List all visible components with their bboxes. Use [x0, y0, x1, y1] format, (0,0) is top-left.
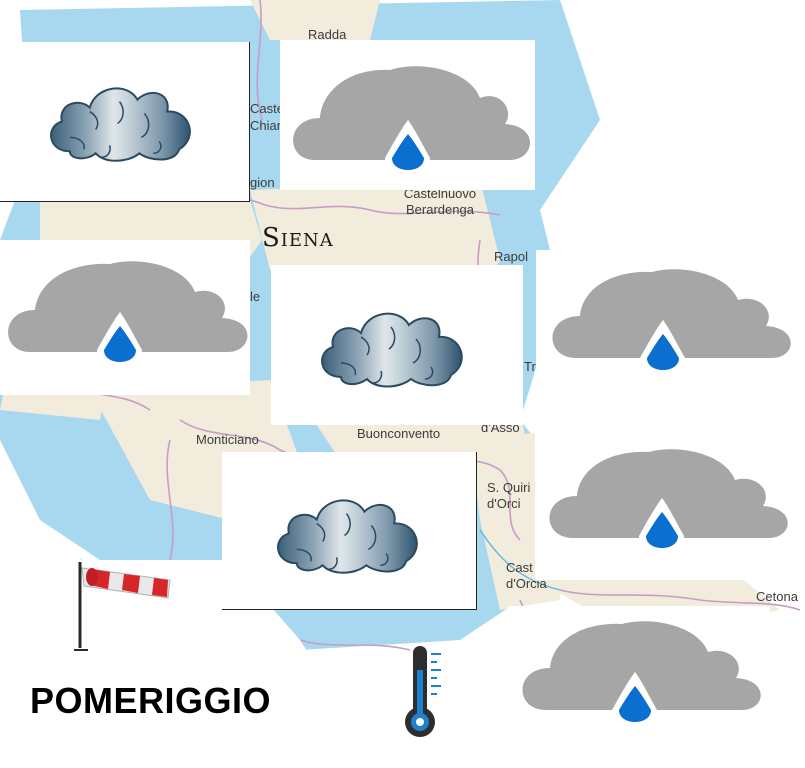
forecast-panel-nw [0, 42, 250, 202]
rain-cloud-icon [8, 261, 248, 367]
place-label-sovicille-fragment: le [250, 289, 261, 304]
forecast-panel-e [536, 250, 801, 405]
forecast-period-label: POMERIGGIO [30, 680, 272, 721]
rain-cloud-icon [522, 621, 761, 727]
place-label-cetona: Cetona [756, 589, 798, 604]
forecast-panel-sse [508, 606, 770, 756]
thermometer-icon [405, 646, 441, 737]
forecast-panel-n [280, 40, 535, 190]
forecast-panel-se [535, 430, 797, 580]
place-label-radda: Radda [308, 27, 347, 42]
cloud-icon [50, 87, 191, 162]
place-label-rapolano-fragment: Rapol [494, 249, 528, 264]
place-label-monticiano: Monticiano [196, 432, 259, 447]
forecast-panel-s [222, 452, 477, 610]
map-fade [600, 0, 805, 260]
place-label-san-quirico: S. Quiri d'Orci [487, 480, 531, 511]
place-label-trequanda-fragment: Tr [524, 359, 536, 374]
place-label-castelnuovo-berardenga: Castelnuovo Berardenga [403, 186, 477, 217]
place-label-poggibonsi-fragment: gion [250, 175, 275, 190]
forecast-panel-w [0, 240, 250, 395]
place-label-buonconvento: Buonconvento [357, 426, 441, 441]
map-fade [0, 560, 380, 768]
rain-cloud-icon [552, 269, 791, 375]
place-label-castiglione: Cast d'Orcia [506, 560, 547, 591]
map-land-patch [250, 0, 380, 40]
place-label-siena: Siena [262, 223, 334, 253]
forecast-panel-center [271, 265, 523, 425]
rain-cloud-icon [293, 66, 530, 175]
cloud-icon [321, 312, 463, 388]
rain-cloud-icon [549, 449, 788, 553]
cloud-icon [277, 499, 418, 574]
windsock-icon [74, 562, 171, 651]
